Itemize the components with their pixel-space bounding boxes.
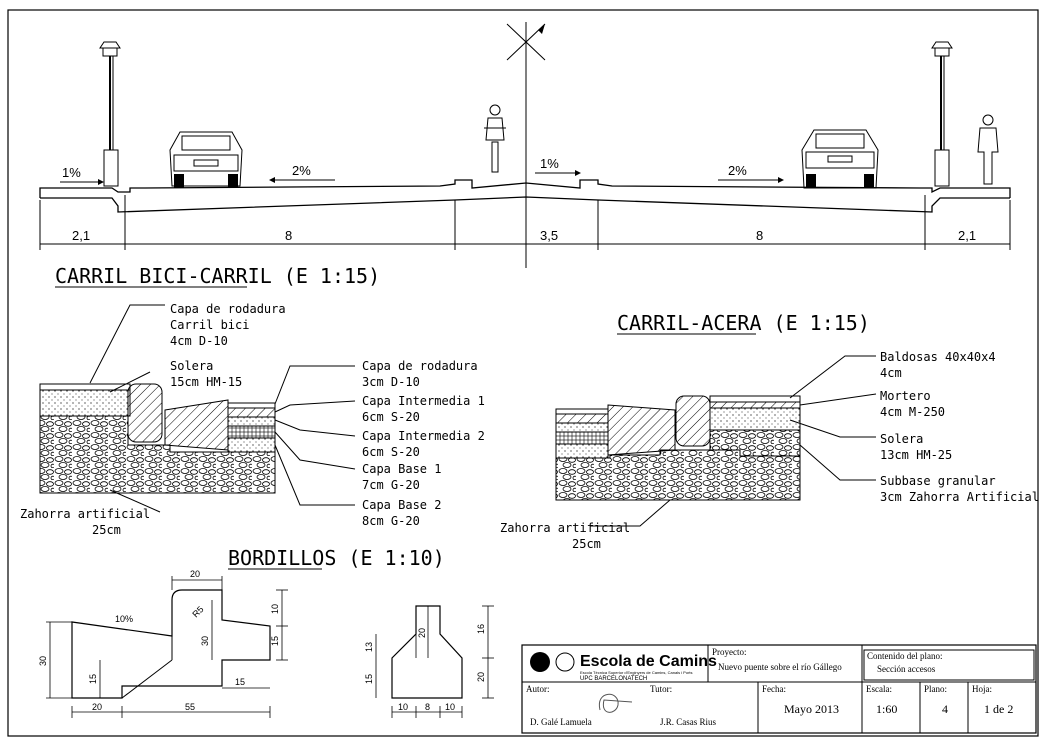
layer-label: 4cm D-10 <box>170 334 228 348</box>
slope-arrows <box>60 170 784 185</box>
layer-label: Capa Intermedia 2 <box>362 429 485 443</box>
bordillo-dim: 8 <box>425 702 430 712</box>
layer-label: 7cm G-20 <box>362 478 420 492</box>
layer-label: Capa Base 1 <box>362 462 441 476</box>
bordillo-dim: 10 <box>445 702 455 712</box>
bordillo-dim: 30 <box>38 656 48 666</box>
road-cross-section: 1% 2% 1% 2% 2,1 8 3,5 8 2,1 <box>39 22 1011 268</box>
proyecto-label: Proyecto: <box>712 647 747 657</box>
tutor-label: Tutor: <box>650 684 672 694</box>
bordillo-left-drawing <box>46 576 288 718</box>
fecha-label: Fecha: <box>762 684 786 694</box>
north-arrow-icon <box>506 23 546 61</box>
street-lamp-icon <box>931 41 953 187</box>
bordillo-dim: 10 <box>270 604 280 614</box>
bordillo-dim: 10 <box>398 702 408 712</box>
layer-label: 25cm <box>92 523 121 537</box>
dimension-value: 2,1 <box>958 228 976 243</box>
autor-label: Autor: <box>526 684 550 694</box>
layer-label: 15cm HM-15 <box>170 375 242 389</box>
school-name: Escola de Camins <box>580 653 717 670</box>
contenido-value: Sección accesos <box>877 664 936 674</box>
leader-lines <box>89 304 356 513</box>
section-title-bici: CARRIL BICI-CARRIL (E 1:15) <box>55 264 380 288</box>
school-logo-icon <box>530 652 575 672</box>
leader-lines <box>590 355 877 527</box>
layer-label: 25cm <box>572 537 601 551</box>
cyclist-icon <box>484 104 506 173</box>
slope-label: 2% <box>728 163 747 178</box>
contenido-label: Contenido del plano: <box>867 651 943 661</box>
layer-label: 8cm G-20 <box>362 514 420 528</box>
slope-label: 1% <box>540 156 559 171</box>
layer-label: Subbase granular <box>880 474 996 488</box>
dimension-value: 8 <box>285 228 292 243</box>
layer-label: Baldosas 40x40x4 <box>880 350 996 364</box>
layer-label: Capa Intermedia 1 <box>362 394 485 408</box>
bordillo-dim: R5 <box>190 604 205 619</box>
bordillo-dim: 30 <box>200 636 210 646</box>
fecha-value: Mayo 2013 <box>784 702 839 716</box>
pedestrian-icon <box>977 114 999 185</box>
plano-value: 4 <box>942 702 948 716</box>
layer-label: 6cm S-20 <box>362 445 420 459</box>
school-subtitle: UPC BARCELONATECH <box>580 676 647 682</box>
layer-label: Solera <box>880 432 923 446</box>
layer-label: 4cm M-250 <box>880 405 945 419</box>
tutor-value: J.R. Casas Rius <box>660 717 717 727</box>
bordillo-dim: 15 <box>270 636 280 646</box>
bordillo-dim: 20 <box>417 628 427 638</box>
layer-label: 3cm D-10 <box>362 375 420 389</box>
bordillo-dim: 55 <box>185 702 195 712</box>
bordillo-dim: 10% <box>115 614 133 624</box>
slope-label: 1% <box>62 165 81 180</box>
bordillo-dim: 20 <box>476 672 486 682</box>
school-subtitle: Escola Tècnica Superior d'Enginyers de C… <box>580 670 693 675</box>
hoja-label: Hoja: <box>972 684 992 694</box>
layer-label: Zahorra artificial <box>500 521 630 535</box>
bordillo-right-drawing <box>375 605 494 718</box>
bici-carril-detail <box>39 383 276 494</box>
dimension-line <box>39 195 1011 250</box>
hoja-value: 1 de 2 <box>984 702 1013 716</box>
bordillo-dim: 13 <box>364 642 374 652</box>
bordillo-dim: 16 <box>476 624 486 634</box>
car-rear-icon <box>801 129 879 189</box>
slope-label: 2% <box>292 163 311 178</box>
bordillo-dim: 20 <box>190 569 200 579</box>
bordillo-dim: 20 <box>92 702 102 712</box>
car-rear-icon <box>169 131 243 188</box>
escala-label: Escala: <box>866 684 892 694</box>
section-title-acera: CARRIL-ACERA (E 1:15) <box>617 311 870 335</box>
proyecto-value: Nuevo puente sobre el río Gállego <box>718 662 842 672</box>
layer-label: Mortero <box>880 389 931 403</box>
layer-label: Zahorra artificial <box>20 507 150 521</box>
carril-acera-detail <box>555 395 801 501</box>
layer-label: 6cm S-20 <box>362 410 420 424</box>
section-title-bordillos: BORDILLOS (E 1:10) <box>228 546 445 570</box>
layer-label: 4cm <box>880 366 902 380</box>
autor-value: D. Galé Lamuela <box>530 717 592 727</box>
bordillo-dim: 15 <box>235 677 245 687</box>
bordillo-dim: 15 <box>364 674 374 684</box>
layer-label: Solera <box>170 359 213 373</box>
layer-label: 3cm Zahorra Artificial <box>880 490 1039 504</box>
sheet-border <box>7 9 1039 737</box>
layer-label: Capa de rodadura <box>170 302 286 316</box>
escala-value: 1:60 <box>876 702 897 716</box>
plano-label: Plano: <box>924 684 947 694</box>
dimension-value: 3,5 <box>540 228 558 243</box>
title-block <box>521 644 1037 734</box>
dimension-value: 8 <box>756 228 763 243</box>
bordillo-dim: 15 <box>88 674 98 684</box>
layer-label: Capa de rodadura <box>362 359 478 373</box>
layer-label: 13cm HM-25 <box>880 448 952 462</box>
layer-label: Carril bici <box>170 318 249 332</box>
dimension-value: 2,1 <box>72 228 90 243</box>
signature-icon <box>598 693 633 713</box>
street-lamp-icon <box>99 41 121 187</box>
layer-label: Capa Base 2 <box>362 498 441 512</box>
